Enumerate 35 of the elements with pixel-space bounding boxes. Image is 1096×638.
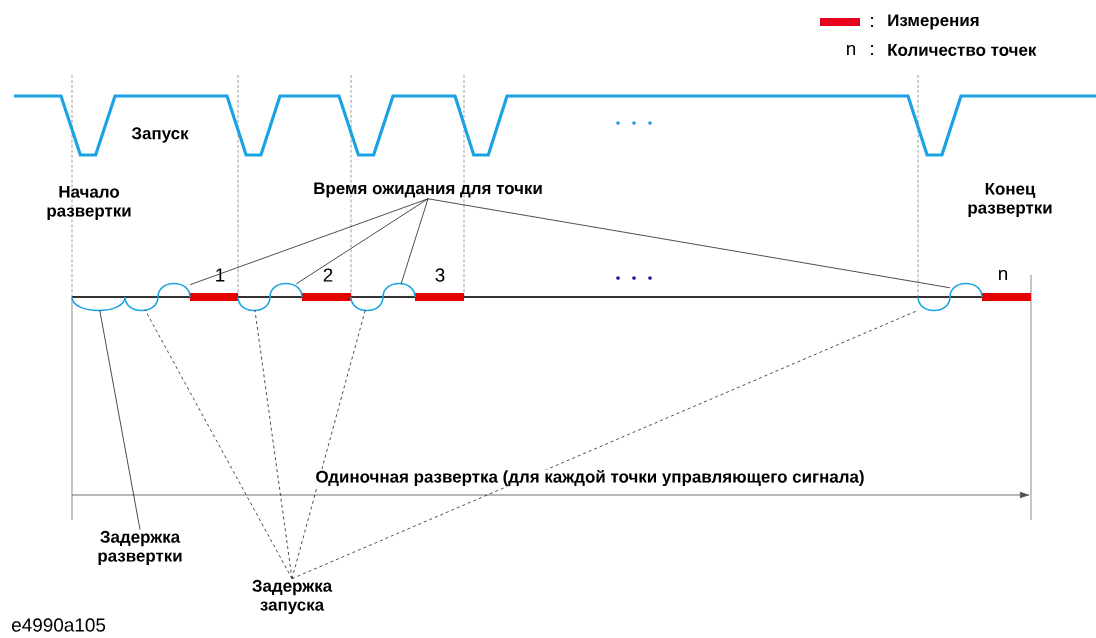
legend-text: Измерения — [888, 14, 979, 30]
trigger-delay-arc — [124, 296, 159, 312]
point-number: 1 — [216, 268, 225, 282]
figure-id: e4990a105 — [12, 618, 106, 632]
point-number: 2 — [323, 268, 333, 282]
sweep-delay-label: Задержка развертки — [98, 530, 182, 566]
leader-line — [291, 309, 919, 579]
point-number: 3 — [435, 268, 445, 282]
leader-line — [254, 309, 293, 579]
wait-time-label: Время ожидания для точки — [314, 182, 542, 198]
sweep-start-label: Начало развертки — [47, 185, 131, 221]
signal-label: Запуск — [131, 127, 189, 143]
wait-arc — [269, 282, 303, 298]
leader-line — [427, 198, 951, 289]
leader-line — [189, 198, 429, 286]
wait-arc — [949, 282, 983, 298]
sweep-end-label: Конец развертки — [968, 182, 1052, 218]
wait-arc — [382, 282, 416, 298]
wait-arc — [157, 282, 191, 298]
leader-line — [144, 309, 293, 579]
leader-line — [99, 309, 141, 530]
point-number: n — [999, 269, 1008, 281]
trigger-delay-label: Задержка запуска — [252, 579, 333, 615]
sweep-delay-arc — [71, 296, 126, 312]
leader-line — [400, 198, 429, 285]
legend-colon: : — [871, 45, 873, 55]
legend-key: n — [847, 44, 856, 56]
leader-line — [295, 198, 429, 285]
sweep-label: Одиночная развертка (для каждой точки управляющего сигнала) — [314, 469, 866, 487]
legend-text: Количество точек — [888, 44, 1037, 56]
trigger-delay-arc — [237, 296, 271, 312]
trigger-delay-arc — [350, 296, 384, 312]
legend-colon: : — [871, 17, 873, 27]
leader-line — [291, 309, 366, 579]
trigger-delay-arc — [917, 296, 951, 312]
